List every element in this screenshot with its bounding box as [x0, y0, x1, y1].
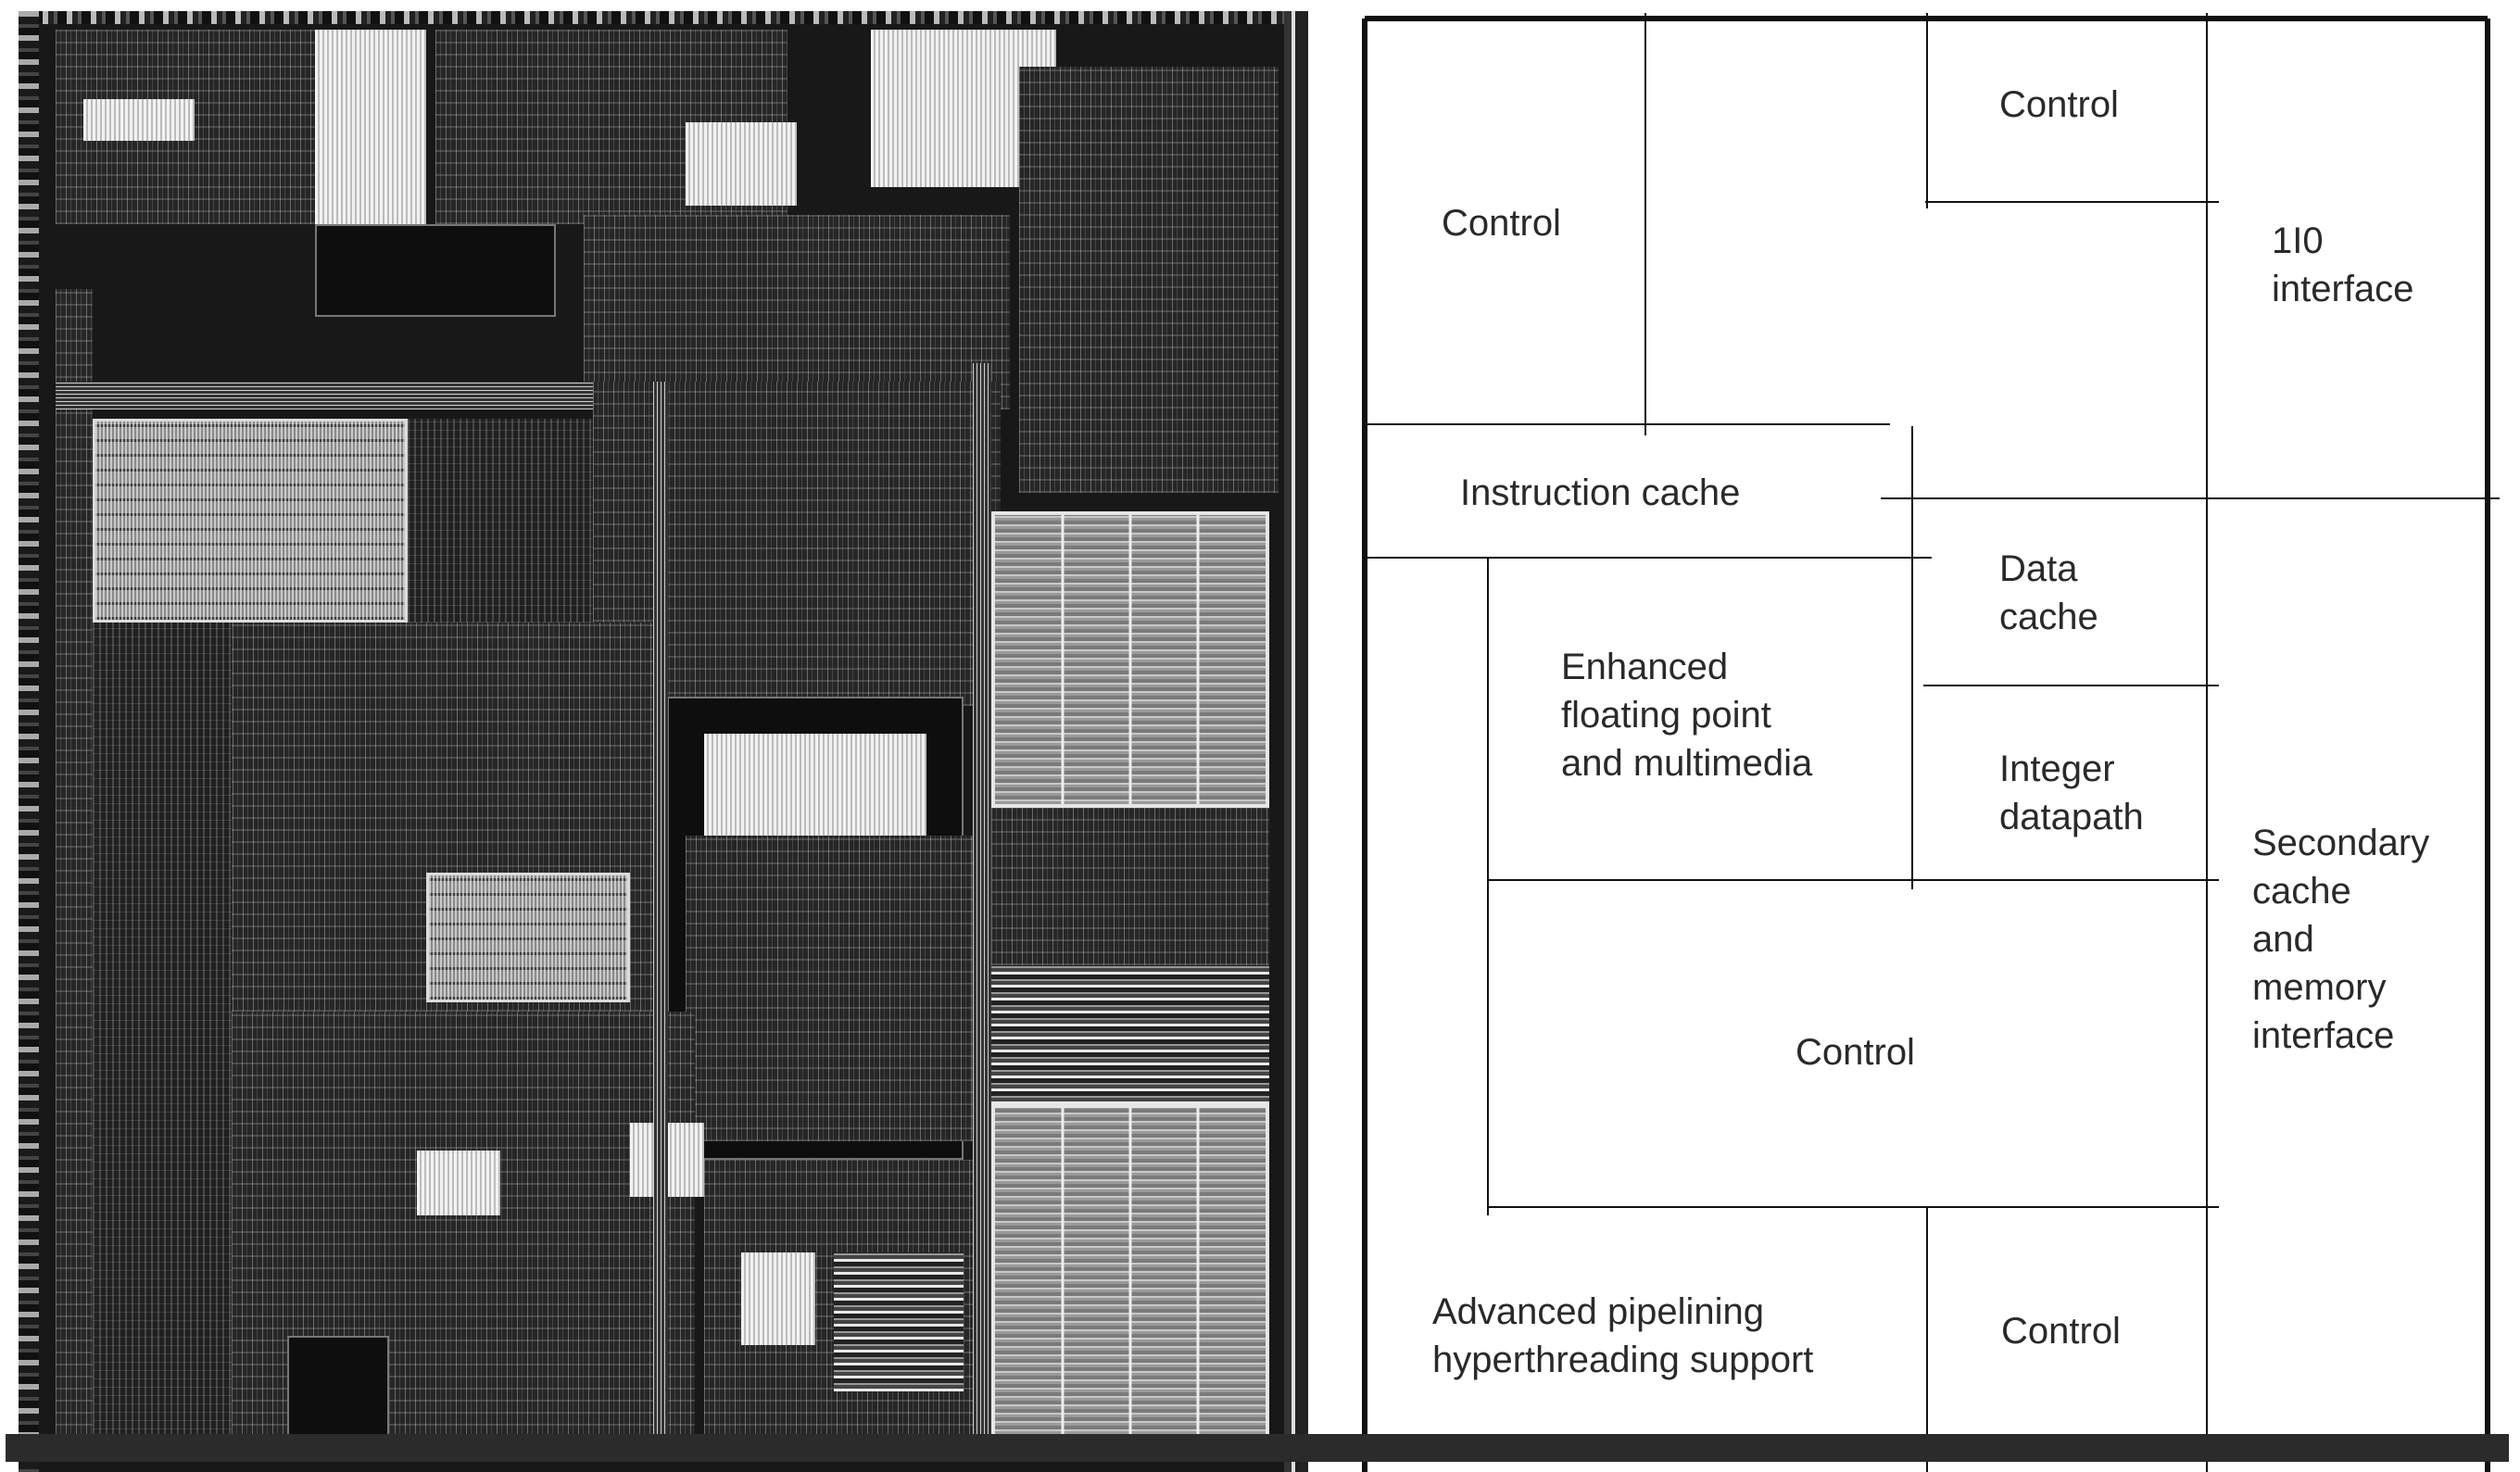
sec-line-3: and — [2252, 919, 2314, 960]
die-region-lower-middle — [232, 1012, 695, 1438]
io-line-2: interface — [2272, 269, 2414, 309]
die-bus-vertical-b — [653, 382, 668, 1438]
die-region-lower-left — [93, 623, 232, 1438]
sec-line-4: memory — [2252, 967, 2387, 1008]
block-label-fp-multimedia: Enhanced floating point and multimedia — [1561, 643, 1812, 787]
die-region-top-dark-a — [315, 224, 556, 317]
bottom-rule-bar — [6, 1434, 2509, 1462]
die-pad-ring-right — [1284, 11, 1308, 1472]
die-region-cache-stripes — [991, 965, 1269, 1104]
die-bus-vertical-a — [973, 363, 991, 1438]
die-region-center-bright — [704, 734, 926, 836]
die-region-cache-array-top — [991, 511, 1269, 808]
int-line-2: datapath — [1999, 797, 2144, 837]
block-label-integer-datapath: Integer datapath — [1999, 745, 2144, 841]
die-region-bottom-bright — [741, 1252, 815, 1345]
sec-line-2: cache — [2252, 871, 2351, 912]
die-region-mid-block — [408, 419, 593, 623]
die-region-top-bright-a — [315, 30, 426, 224]
block-label-instruction-cache: Instruction cache — [1460, 472, 1741, 513]
fp-line-2: floating point — [1561, 695, 1771, 736]
fp-line-3: and multimedia — [1561, 743, 1813, 784]
die-region-left-strip — [56, 289, 93, 1438]
floorplan-lines — [1362, 13, 2500, 1472]
die-region-lower-bright-a — [417, 1151, 500, 1215]
die-region-top-bright-b — [686, 122, 797, 206]
io-line-1: 1I0 — [2272, 220, 2324, 261]
die-region-instruction-cache — [93, 419, 408, 623]
die-region-upper-mid — [584, 215, 1010, 409]
block-label-control-top-mid: Control — [1999, 84, 2119, 125]
die-region-top-right — [1019, 67, 1279, 493]
data-cache-line-1: Data — [1999, 548, 2078, 589]
block-label-pipelining: Advanced pipelining hyperthreading suppo… — [1432, 1288, 1813, 1384]
data-cache-line-2: cache — [1999, 597, 2098, 637]
die-region-small-array — [83, 99, 195, 141]
block-label-data-cache: Data cache — [1999, 545, 2098, 641]
pipe-line-2: hyperthreading support — [1432, 1340, 1814, 1380]
block-label-control-top-left: Control — [1442, 203, 1561, 244]
sec-line-5: interface — [2252, 1015, 2395, 1056]
pipe-line-1: Advanced pipelining — [1432, 1291, 1765, 1332]
die-region-fp-array — [426, 873, 630, 1002]
sec-line-1: Secondary — [2252, 823, 2430, 863]
fp-line-1: Enhanced — [1561, 647, 1729, 687]
die-pad-ring-top — [19, 11, 1308, 24]
block-label-control-bottom: Control — [2001, 1311, 2121, 1352]
block-label-control-center: Control — [1796, 1032, 1915, 1073]
die-region-right-mid — [991, 808, 1269, 965]
die-bus-horizontal-a — [56, 382, 593, 409]
int-line-1: Integer — [1999, 749, 2115, 789]
block-label-io-interface: 1I0 interface — [2272, 217, 2413, 313]
floorplan-diagram: Control Control 1I0 interface Instructio… — [1334, 0, 2520, 1472]
die-photo — [19, 11, 1308, 1472]
die-region-lower-dark — [287, 1336, 389, 1438]
die-region-cache-array-bottom — [991, 1104, 1269, 1438]
die-pad-ring-left — [19, 11, 39, 1472]
die-region-center-lower — [686, 836, 982, 1141]
die-region-bottom-stripes — [834, 1252, 964, 1391]
block-label-secondary-cache: Secondary cache and memory interface — [2252, 819, 2429, 1060]
